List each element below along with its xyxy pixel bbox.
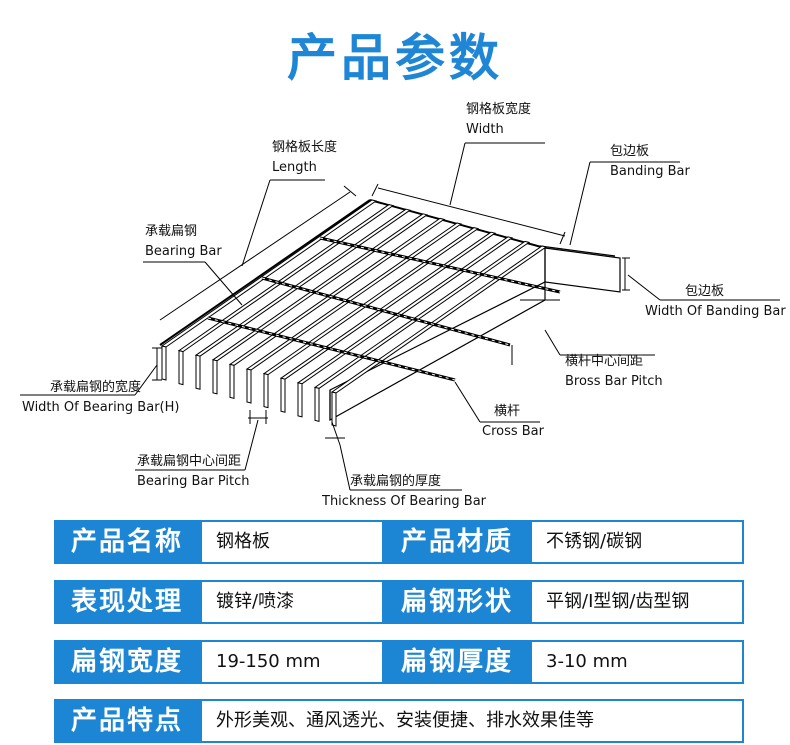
spec-value: 镀锌/喷漆 [200, 580, 384, 624]
label-cross-bar-pitch-en: Bross Bar Pitch [565, 374, 663, 389]
label-cross-bar-en: Cross Bar [482, 424, 544, 439]
label-bearing-bar-cn: 承载扁钢 [145, 224, 198, 239]
label-banding-bar-cn: 包边板 [610, 144, 650, 159]
spec-value: 钢格板 [200, 520, 384, 564]
label-banding-bar: 包边板 Banding Bar [610, 142, 690, 182]
spec-key: 扁钢形状 [384, 580, 530, 624]
label-width-bearing-bar: 承载扁钢的宽度 Width Of Bearing Bar(H) [22, 378, 179, 418]
label-cross-bar-pitch-cn: 横杆中心间距 [565, 354, 644, 369]
bearing-bar-end [246, 368, 252, 404]
label-bearing-bar-pitch-cn: 承载扁钢中心间距 [137, 454, 242, 469]
bearing-bar-end [263, 372, 269, 409]
bearing-bar-end [212, 359, 218, 395]
page-title: 产品参数 [287, 29, 503, 87]
bearing-bar-end [297, 382, 303, 418]
bearing-bar-end [229, 363, 235, 400]
label-length: 钢格板长度 Length [272, 138, 337, 178]
spec-key: 扁钢厚度 [384, 640, 530, 684]
label-width-bearing-bar-en: Width Of Bearing Bar(H) [22, 400, 180, 415]
label-cross-bar-cn: 横杆 [494, 404, 521, 419]
label-banding-bar-en: Banding Bar [610, 164, 690, 179]
bearing-bar-end [314, 386, 320, 423]
label-bearing-bar-pitch-en: Bearing Bar Pitch [137, 474, 250, 489]
label-width-cn: 钢格板宽度 [466, 102, 532, 117]
bearing-bar-end [280, 377, 286, 413]
label-cross-bar-pitch: 横杆中心间距 Bross Bar Pitch [565, 352, 663, 392]
bearing-bar-end [331, 391, 337, 427]
label-width-en: Width [466, 122, 504, 137]
spec-key: 表现处理 [54, 580, 200, 624]
spec-key: 产品名称 [54, 520, 200, 564]
grating-diagram [20, 142, 780, 491]
label-width-banding-bar-cn: 包边板 [685, 284, 725, 299]
spec-value: 外形美观、通风透光、安装便捷、排水效果佳等 [200, 699, 744, 743]
bearing-bar-end [178, 349, 184, 386]
spec-row-2: 表现处理 镀锌/喷漆 扁钢形状 平钢/I型钢/齿型钢 [54, 580, 744, 624]
label-thickness-bearing-bar-en: Thickness Of Bearing Bar [322, 494, 487, 509]
spec-row-feature: 产品特点 外形美观、通风透光、安装便捷、排水效果佳等 [54, 699, 744, 743]
spec-value: 不锈钢/碳钢 [530, 520, 744, 564]
spec-key: 扁钢宽度 [54, 640, 200, 684]
label-length-en: Length [272, 160, 317, 175]
spec-row-3: 扁钢宽度 19-150 mm 扁钢厚度 3-10 mm [54, 640, 744, 684]
spec-key: 产品特点 [54, 699, 200, 743]
label-bearing-bar-pitch: 承载扁钢中心间距 Bearing Bar Pitch [137, 452, 249, 492]
bearing-bar-end [195, 354, 201, 390]
spec-value: 19-150 mm [200, 640, 384, 684]
spec-value: 3-10 mm [530, 640, 744, 684]
label-thickness-bearing-bar-cn: 承载扁钢的厚度 [350, 474, 442, 489]
spec-key: 产品材质 [384, 520, 530, 564]
spec-row-1: 产品名称 钢格板 产品材质 不锈钢/碳钢 [54, 520, 744, 564]
bearing-bar-end [161, 345, 167, 381]
label-length-cn: 钢格板长度 [272, 140, 338, 155]
label-width-banding-bar-en: Width Of Banding Bar [645, 304, 786, 319]
label-thickness-bearing-bar: 承载扁钢的厚度 Thickness Of Bearing Bar [322, 472, 486, 512]
label-width-bearing-bar-cn: 承载扁钢的宽度 [50, 380, 142, 395]
label-width: 钢格板宽度 Width [466, 100, 531, 140]
label-bearing-bar-en: Bearing Bar [145, 244, 222, 259]
spec-value: 平钢/I型钢/齿型钢 [530, 580, 744, 624]
label-cross-bar: 横杆 Cross Bar [482, 402, 544, 442]
label-width-banding-bar: 包边板 Width Of Banding Bar [645, 282, 786, 322]
label-bearing-bar: 承载扁钢 Bearing Bar [145, 222, 222, 262]
